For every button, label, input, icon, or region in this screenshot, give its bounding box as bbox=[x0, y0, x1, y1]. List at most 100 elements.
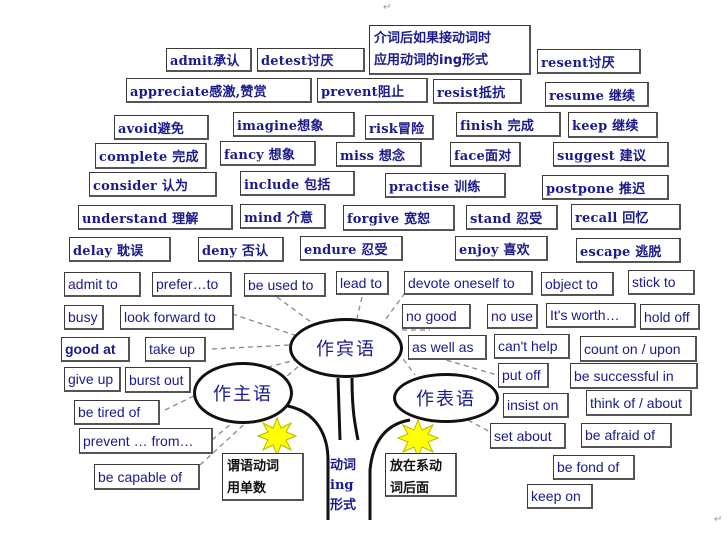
phrase-box: put off bbox=[498, 363, 549, 388]
verb-label: admit承认 bbox=[170, 54, 240, 69]
predicative-phrase-box: be afraid of bbox=[581, 423, 672, 448]
phrase-label: burst out bbox=[129, 371, 184, 388]
phrase-label: devote oneself to bbox=[408, 274, 515, 291]
ellipse-object: 作宾语 bbox=[289, 318, 403, 378]
verb-box: delay 耽误 bbox=[69, 237, 171, 262]
phrase-box: It's worth… bbox=[546, 303, 636, 328]
phrase-box: lead to bbox=[336, 271, 389, 295]
verb-label: imagine想象 bbox=[237, 118, 324, 134]
verb-box: stand 忍受 bbox=[466, 205, 558, 230]
subject-phrase-label: be tired of bbox=[78, 404, 141, 420]
predicative-phrase-box: keep on bbox=[527, 484, 593, 509]
verb-label: suggest 建议 bbox=[557, 148, 647, 164]
phrase-box: prefer…to bbox=[152, 272, 232, 297]
phrase-label: good at bbox=[65, 341, 116, 357]
verb-box: miss 想念 bbox=[336, 142, 422, 167]
verb-box: include 包括 bbox=[240, 171, 355, 196]
subject-note: 谓语动词 用单数 bbox=[222, 453, 304, 501]
phrase-box: object to bbox=[541, 272, 614, 296]
verb-label: fancy 想象 bbox=[224, 147, 296, 163]
phrase-label: busy bbox=[68, 309, 98, 325]
phrase-label: It's worth… bbox=[550, 307, 620, 323]
phrase-label: hold off bbox=[644, 308, 690, 325]
verb-box: avoid避免 bbox=[114, 115, 209, 140]
predicative-phrase-label: be fond of bbox=[557, 459, 620, 475]
verb-box: endure 忍受 bbox=[300, 236, 403, 261]
verb-label: mind 介意 bbox=[244, 210, 314, 226]
verb-label: escape 逃脱 bbox=[580, 244, 662, 260]
phrase-label: take up bbox=[149, 341, 195, 357]
phrase-box: give up bbox=[64, 367, 121, 392]
verb-label: stand 忍受 bbox=[470, 211, 543, 227]
verb-label: postpone 推迟 bbox=[546, 181, 646, 197]
predicative-phrase-label: insist on bbox=[507, 397, 559, 413]
verb-label: understand 理解 bbox=[82, 211, 199, 227]
verb-box: resume 继续 bbox=[545, 82, 649, 107]
predicative-phrase-label: set about bbox=[494, 427, 552, 444]
verb-label: finish 完成 bbox=[460, 118, 535, 134]
phrase-box: admit to bbox=[64, 272, 141, 297]
verb-box: resent讨厌 bbox=[537, 49, 641, 74]
verb-label: enjoy 喜欢 bbox=[459, 242, 530, 258]
subject-phrase-box: be capable of bbox=[94, 464, 200, 490]
verb-box: keep 继续 bbox=[568, 112, 658, 138]
ellipse-subject: 作主语 bbox=[193, 362, 293, 424]
phrase-box: hold off bbox=[640, 304, 700, 330]
phrase-box: no use bbox=[487, 304, 538, 329]
predicative-phrase-box: be fond of bbox=[553, 455, 635, 480]
paragraph-mark-bottom: ↵ bbox=[714, 514, 723, 525]
phrase-label: give up bbox=[68, 371, 114, 387]
verb-label: consider 认为 bbox=[93, 178, 189, 194]
verb-label: resent讨厌 bbox=[541, 55, 615, 71]
verb-label: avoid避免 bbox=[118, 121, 185, 137]
predicative-note: 放在系动 词后面 bbox=[385, 453, 457, 497]
verb-box: consider 认为 bbox=[89, 172, 217, 197]
verb-label: resist抵抗 bbox=[437, 85, 506, 101]
verb-label: face面对 bbox=[454, 148, 512, 164]
phrase-box: be successful in bbox=[570, 363, 698, 389]
phrase-label: put off bbox=[502, 367, 541, 383]
verb-box: mind 介意 bbox=[240, 204, 326, 229]
phrase-box: devote oneself to bbox=[404, 271, 533, 295]
verb-box: prevent阻止 bbox=[317, 78, 428, 103]
verb-box: postpone 推迟 bbox=[542, 175, 669, 200]
phrase-label: no good bbox=[406, 308, 457, 324]
verb-box: escape 逃脱 bbox=[576, 238, 681, 263]
phrase-box: look forward to bbox=[120, 305, 234, 330]
verb-box: complete 完成 bbox=[95, 143, 207, 169]
phrase-box: stick to bbox=[628, 270, 695, 295]
phrase-label: count on / upon bbox=[584, 340, 681, 357]
verb-label: appreciate感激,赞赏 bbox=[130, 84, 267, 100]
verb-box: face面对 bbox=[450, 142, 521, 167]
subject-phrase-box: be tired of bbox=[74, 400, 160, 425]
phrase-box: good at bbox=[61, 337, 130, 362]
verb-box: imagine想象 bbox=[233, 112, 355, 137]
verb-box: forgive 宽恕 bbox=[343, 205, 455, 231]
verb-box: risk冒险 bbox=[365, 115, 434, 140]
verb-box: understand 理解 bbox=[78, 205, 233, 230]
phrase-box: busy bbox=[64, 305, 104, 330]
verb-label: practise 训练 bbox=[389, 179, 481, 195]
verb-label: deny 否认 bbox=[202, 243, 269, 259]
phrase-label: be used to bbox=[248, 276, 314, 293]
predicative-phrase-box: insist on bbox=[503, 393, 569, 418]
phrase-label: stick to bbox=[632, 274, 676, 290]
verb-box: practise 训练 bbox=[385, 173, 506, 198]
predicative-phrase-box: think of / about bbox=[586, 390, 692, 416]
verb-label: include 包括 bbox=[244, 177, 331, 193]
subject-phrase-box: prevent … from… bbox=[79, 428, 213, 454]
paragraph-mark-top: ↵ bbox=[383, 2, 392, 13]
predicative-phrase-label: be afraid of bbox=[585, 427, 656, 443]
verb-label: miss 想念 bbox=[340, 148, 406, 164]
phrase-label: lead to bbox=[340, 274, 383, 291]
verb-box: appreciate感激,赞赏 bbox=[126, 78, 312, 103]
verb-label: prevent阻止 bbox=[321, 84, 405, 100]
verb-box: resist抵抗 bbox=[433, 79, 522, 104]
phrase-label: be successful in bbox=[574, 367, 674, 384]
ellipse-predicative-label: 作表语 bbox=[416, 389, 476, 410]
verb-box: deny 否认 bbox=[198, 237, 284, 262]
phrase-box: burst out bbox=[125, 367, 191, 393]
phrase-box: take up bbox=[145, 337, 206, 362]
phrase-label: prefer…to bbox=[156, 276, 219, 292]
